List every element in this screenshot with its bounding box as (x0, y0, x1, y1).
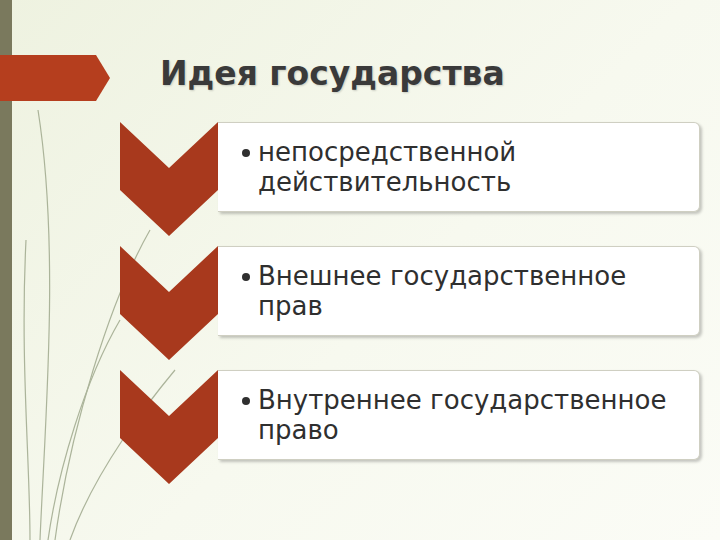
chevron (120, 246, 218, 360)
bullet-dot (242, 273, 250, 281)
list-box: Внешнее государственное прав (218, 246, 700, 336)
list-box: непосредственной действительность (218, 122, 700, 212)
title-arrow (0, 55, 110, 101)
bullet-dot (242, 397, 250, 405)
item-text: непосредственной действительность (258, 137, 685, 197)
item-text: Внешнее государственное прав (258, 261, 685, 321)
list-box: Внутреннее государственное право (218, 370, 700, 460)
chevron (120, 370, 218, 484)
diagram-title: Идея государства (160, 54, 505, 93)
item-text: Внутреннее государственное право (258, 385, 685, 445)
chevron (120, 122, 218, 236)
bullet-dot (242, 149, 250, 157)
